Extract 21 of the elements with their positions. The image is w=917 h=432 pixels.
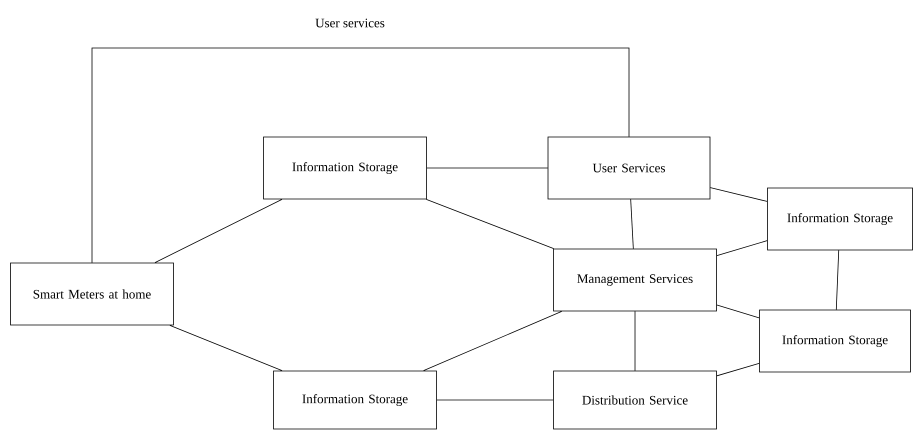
process-box: Information Storage: [273, 370, 437, 430]
connector-line: [716, 304, 760, 318]
connector-line: [169, 325, 282, 371]
connector-line: [92, 48, 630, 263]
process-box: Distribution Service: [553, 370, 717, 430]
connector-line: [154, 199, 282, 263]
connector-line: [716, 240, 768, 256]
process-box: Information Storage: [263, 136, 427, 200]
connector-line: [426, 199, 554, 249]
process-box: User Services: [548, 136, 710, 200]
process-box: Information Storage: [759, 310, 911, 372]
process-box: Information Storage: [767, 188, 913, 250]
connector-line: [716, 362, 760, 376]
connector-line: [836, 250, 840, 310]
process-box: Smart Meters at home: [10, 262, 174, 326]
process-box: Management Services: [553, 248, 717, 312]
edge-label: User services: [315, 18, 384, 28]
connector-line: [710, 187, 768, 202]
connector-line: [423, 311, 562, 371]
connector-line: [634, 311, 636, 371]
connector-line: [630, 199, 634, 249]
